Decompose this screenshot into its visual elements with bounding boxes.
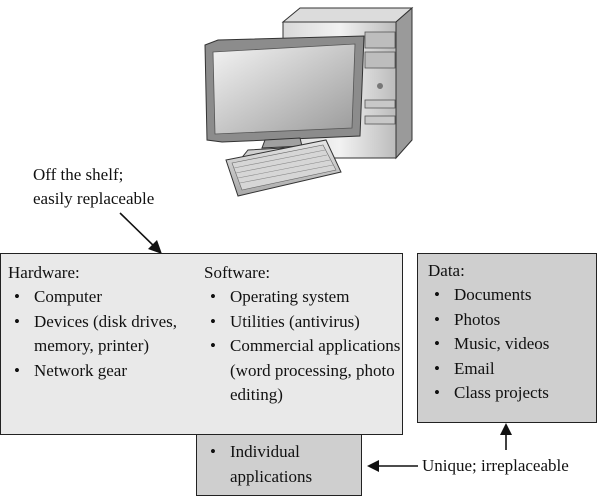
off-the-shelf-line1: Off the shelf; xyxy=(33,165,124,184)
off-the-shelf-label: Off the shelf; easily replaceable xyxy=(33,163,154,211)
unique-irreplaceable-label: Unique; irreplaceable xyxy=(422,456,569,475)
list-item: Operating system xyxy=(204,285,402,310)
off-the-shelf-line2: easily replaceable xyxy=(33,189,155,208)
hardware-title: Hardware: xyxy=(8,263,80,282)
list-item: Class projects xyxy=(428,381,596,406)
software-title: Software: xyxy=(204,263,271,282)
data-title: Data: xyxy=(428,261,465,280)
list-item: Commercial applications (word processing… xyxy=(204,334,402,408)
list-item: Computer xyxy=(8,285,198,310)
individual-list: Individual applications xyxy=(204,440,360,489)
keyboard-icon xyxy=(225,139,342,197)
arrow-to-data xyxy=(500,423,512,450)
list-item: Utilities (antivirus) xyxy=(204,310,402,335)
data-list: Documents Photos Music, videos Email Cla… xyxy=(428,283,596,406)
list-item: Individual applications xyxy=(204,440,360,489)
list-item: Email xyxy=(428,357,596,382)
software-list: Operating system Utilities (antivirus) C… xyxy=(204,285,402,408)
list-item: Documents xyxy=(428,283,596,308)
list-item: Network gear xyxy=(8,359,198,384)
list-item: Music, videos xyxy=(428,332,596,357)
hardware-list: Computer Devices (disk drives, memory, p… xyxy=(8,285,198,383)
arrow-off-shelf xyxy=(119,212,162,254)
arrow-to-individual xyxy=(367,460,418,472)
list-item: Devices (disk drives, memory, printer) xyxy=(8,310,198,359)
list-item: Photos xyxy=(428,308,596,333)
